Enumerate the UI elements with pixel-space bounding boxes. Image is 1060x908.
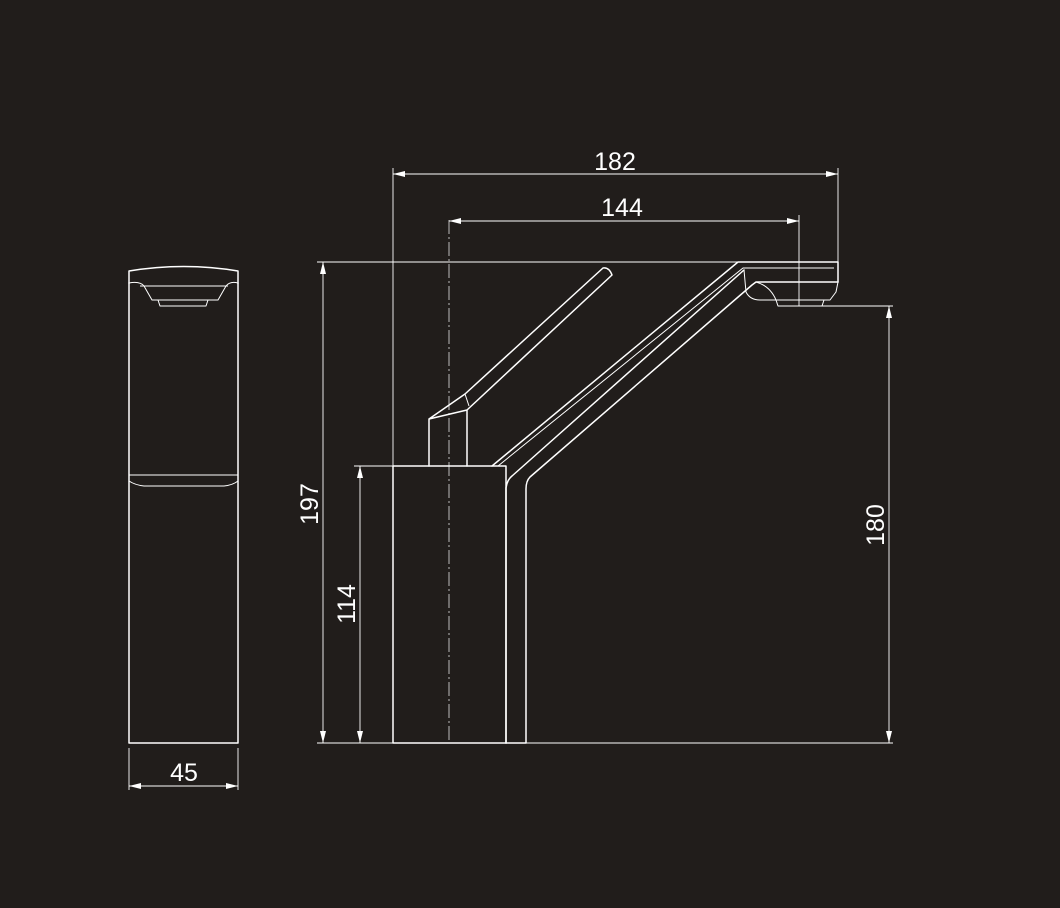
front-view-lever (428, 267, 613, 467)
dimension-height-197: 197 (296, 261, 738, 744)
dimension-label-180: 180 (862, 504, 890, 546)
dimension-label-144: 144 (601, 194, 643, 222)
side-view-aerator (157, 299, 209, 307)
front-view-spout-head-inner (755, 281, 834, 301)
side-view-body-outline (128, 282, 239, 744)
dimension-label-197: 197 (296, 483, 324, 525)
side-view-head-underside (128, 281, 239, 301)
dimension-height-180: 180 (806, 305, 893, 743)
dimension-label-114: 114 (333, 584, 361, 624)
side-view (128, 265, 239, 744)
front-view-body (392, 465, 507, 744)
dimension-distance-144: 144 (449, 194, 800, 306)
dimension-width-45: 45 (128, 748, 239, 790)
dimension-label-182: 182 (594, 148, 636, 176)
dimension-reach-182: 182 (392, 148, 839, 466)
front-view-spout-column (505, 281, 839, 744)
front-view-lever-side (464, 393, 470, 407)
dimension-height-114: 114 (333, 465, 393, 743)
front-view-spout-column-inner (505, 269, 745, 744)
front-view-spout-arm-mid (497, 267, 834, 467)
front-view-spout-head (743, 269, 839, 301)
front-view-spout-arm-top (491, 261, 839, 467)
dimension-label-45: 45 (170, 759, 198, 787)
side-view-seam-lower (128, 480, 239, 487)
side-view-head-top (128, 265, 239, 284)
front-view (392, 261, 839, 744)
front-view-aerator (775, 299, 825, 307)
